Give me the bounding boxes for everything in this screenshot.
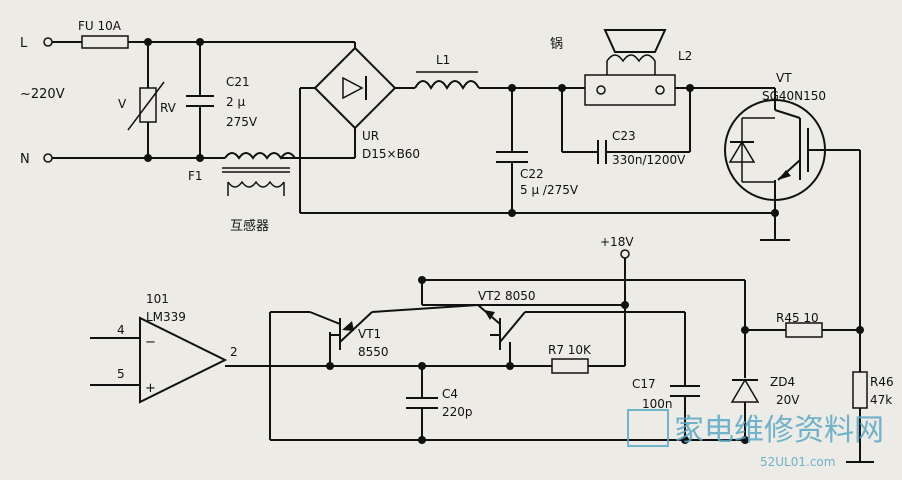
label-r46: R46 (870, 375, 894, 389)
resistor-r46 (852, 371, 868, 409)
label-igbt: VT (776, 71, 792, 85)
label-vt1-part: 8550 (358, 345, 389, 359)
bridge-rectifier-ur (299, 42, 415, 213)
label-bridge-part: D15×B60 (362, 147, 420, 161)
label-pin5: 5 (117, 367, 125, 381)
label-zd4: ZD4 (770, 375, 795, 389)
label-transformer: 互感器 (230, 218, 269, 234)
terminal-l (43, 37, 53, 47)
resonant-tank (561, 29, 775, 164)
current-transformer (222, 152, 300, 196)
label-c21-voltage: 275V (226, 115, 258, 129)
label-r45: R45 10 (776, 311, 819, 325)
igbt-vt (724, 88, 860, 241)
label-c21-value: 2 μ (226, 95, 245, 109)
label-pin4: 4 (117, 323, 125, 337)
watermark: 家电维修资料网 52UL01.com (627, 409, 884, 469)
terminal-18v (620, 249, 630, 259)
label-supply: +18V (600, 235, 634, 249)
label-l: L (20, 36, 28, 51)
label-c21: C21 (226, 75, 250, 89)
label-pot: 锅 (550, 36, 563, 52)
label-igbt-part: SG40N150 (762, 89, 826, 103)
mains-input (43, 35, 355, 163)
label-c23: C23 (612, 129, 636, 143)
label-mains: ~220V (20, 87, 65, 102)
label-ic: 101 (146, 292, 169, 306)
terminal-n (43, 153, 53, 163)
label-bridge: UR (362, 129, 379, 143)
label-pin2: 2 (230, 345, 238, 359)
label-zd4-value: 20V (776, 393, 800, 407)
label-c17: C17 (632, 377, 656, 391)
driver-stage (269, 249, 745, 444)
label-f1: F1 (188, 169, 203, 183)
gate-network (730, 150, 874, 463)
filter-stage (300, 71, 775, 217)
label-n: N (20, 152, 30, 167)
label-r46-value: 47k (870, 393, 892, 407)
resistor-r7 (551, 358, 589, 374)
pot-icon (603, 29, 667, 53)
comparator-lm339 (90, 316, 330, 404)
watermark-title: 家电维修资料网 (674, 413, 884, 448)
label-fuse: FU 10A (78, 19, 122, 33)
label-ic-part: LM339 (146, 310, 186, 324)
label-r7: R7 10K (548, 343, 592, 357)
watermark-url: 52UL01.com (760, 455, 835, 469)
label-varistor-rv: RV (160, 101, 177, 115)
label-varistor-v: V (118, 97, 127, 111)
label-c4: C4 (442, 387, 458, 401)
zener-zd4 (730, 378, 760, 403)
inductor-l1 (414, 80, 480, 91)
label-c22: C22 (520, 167, 544, 181)
label-c4-value: 220p (442, 405, 473, 419)
label-ic-plus: + (145, 381, 156, 396)
label-c22-value: 5 μ /275V (520, 183, 579, 197)
coil-l2 (606, 54, 656, 75)
label-c17-value: 100n (642, 397, 673, 411)
varistor-rv (139, 87, 157, 123)
resistor-r45 (785, 322, 823, 338)
label-l1: L1 (436, 53, 450, 67)
label-ic-minus: − (145, 335, 156, 350)
component-labels: L N ~220V FU 10A V RV C21 2 μ 275V F1 互感… (20, 19, 894, 419)
fuse-fu (81, 35, 129, 49)
label-l2: L2 (678, 49, 692, 63)
label-vt2: VT2 8050 (478, 289, 536, 303)
label-vt1: VT1 (358, 327, 381, 341)
label-c23-value: 330n/1200V (612, 153, 686, 167)
